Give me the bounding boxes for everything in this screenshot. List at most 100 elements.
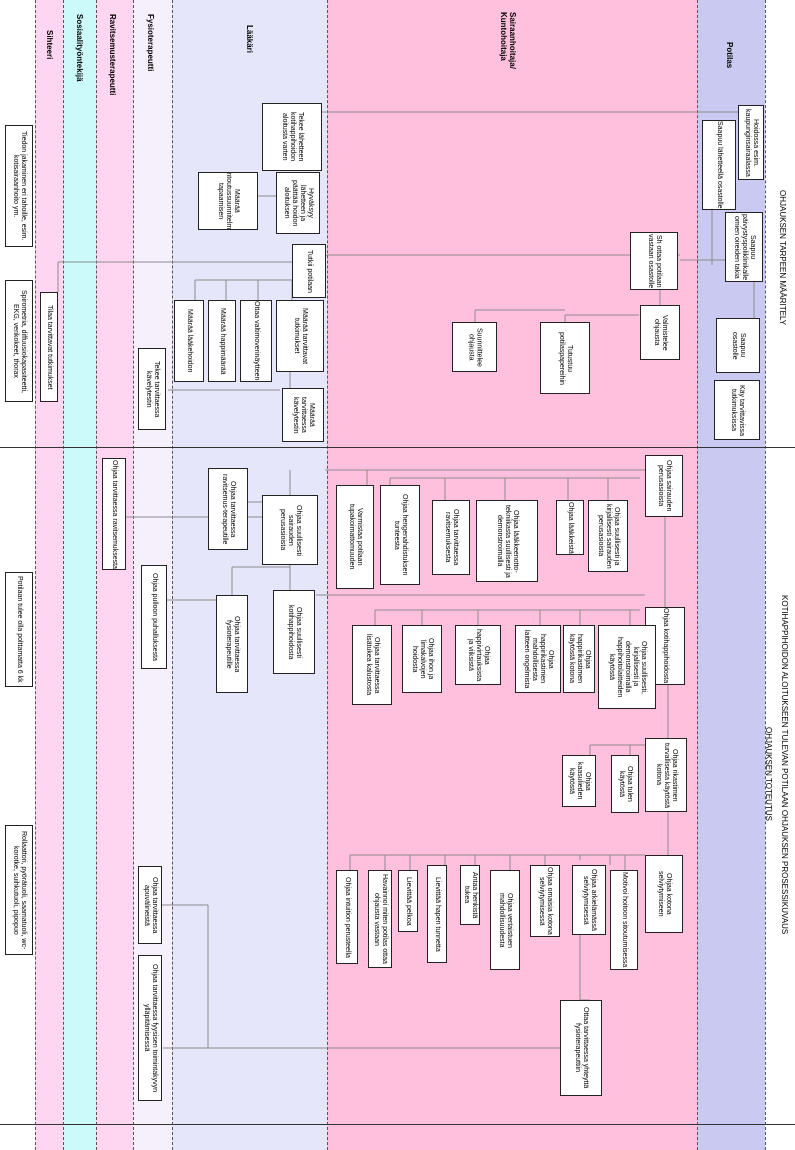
lane-title-ravitse: Ravitsemusterapeutti bbox=[108, 14, 117, 96]
box-label: Ohjaa kotona selviytymiseen bbox=[657, 871, 672, 917]
box-tekee-kavelytestin: Tekee tarvittaessa kävelytestin bbox=[138, 348, 166, 430]
box-ohjaa-kotihappihoidosta-laakari: Ohjaa suullisesti kotihappihoidosta bbox=[273, 590, 315, 674]
box-label: Ohjaa happirikastimen mahdollisesta lait… bbox=[523, 629, 554, 689]
box-label: Ohjaa ihon ja limakalvojen hoidosta bbox=[411, 638, 434, 680]
box-label: Suunnittelee ohjausta bbox=[467, 327, 483, 367]
box-label: Tilaa tarvittavat tutkimukset bbox=[46, 304, 53, 390]
box-label: Käy tarvittavissa tutkimuksissa bbox=[730, 384, 745, 436]
box-havainnoi-potilas: Havainnoi miten potilas ottaa ohjausta v… bbox=[368, 870, 392, 968]
box-maaraa-tutkimukset: Määrää tarvittavat tutkimukset bbox=[276, 300, 324, 372]
box-label: Ohjaa kaasulieden käytöstä bbox=[568, 762, 591, 800]
box-maaraa-kuntoutus: Määrää kuntoutussuunnitelman tapaamisen bbox=[198, 172, 258, 230]
box-ohjaa-intuition-perusteella: Ohjaa intuition perusteella bbox=[336, 870, 358, 964]
box-ohjaa-arkielamassa: Ohjaa arkielämässä selviytymisessä bbox=[572, 865, 606, 935]
box-ohjaa-ravitsemuksesta-sh: Ohjaa tarvittaessa ravitsemuksesta bbox=[432, 500, 470, 575]
box-hyvaksyy-lahetteen: Hyväksyy lähetteen ja päättää hoidon alo… bbox=[276, 172, 320, 234]
box-label: Ohjaa arkielämässä selviytymisessä bbox=[582, 869, 597, 931]
box-label: Antaa henkistä tukea bbox=[463, 871, 478, 919]
lane-title-sosiaali: Sosiaalityöntekijä bbox=[75, 14, 84, 82]
box-label: Ohjaa kotihappihoidosta bbox=[662, 608, 669, 684]
box-ohjaa-suullisesti-kirjallisesti: Ohjaa suullisesti ja kirjallisesti saira… bbox=[588, 500, 628, 572]
box-label: Määrää kuntoutussuunnitelman tapaamisen bbox=[217, 172, 240, 230]
lane-title-potilas: Potilas bbox=[725, 42, 734, 69]
lane-sihteeri bbox=[35, 0, 63, 1150]
box-valtimoverinayte: Ottaa valtimoverinäytteen bbox=[240, 300, 272, 382]
box-ohjaa-happihoitolaitteiden-kaytosta: Ohjaa suullisesti, kirjallisesti ja demo… bbox=[598, 625, 656, 709]
lane-separator bbox=[327, 0, 328, 1150]
box-lievittaa-hapen-tunnetta: Lievittää hapen tunnetta bbox=[427, 865, 447, 963]
box-ohjaa-kaasulieden-kaytosta: Ohjaa kaasulieden käytöstä bbox=[562, 755, 596, 807]
box-valmistelee-ohjausta: Valmistelee ohjausta bbox=[640, 305, 680, 360]
box-label: Ohjaa happivirtauksista ja viiksistä bbox=[467, 628, 490, 682]
box-ohjaa-apuvalineista: Ohjaa tarvittaessa apuvälineistä bbox=[138, 866, 162, 944]
lane-separator bbox=[172, 0, 173, 1150]
box-ohjaa-ravitsemusterapeutille: Ohjaa tarvittaessa ravitsemus-terapeutil… bbox=[208, 468, 248, 550]
box-label: Ohjaa tarvittaessa apuvälineistä bbox=[143, 876, 158, 934]
box-label: Ohjaa happirikastimen käytöstä kotona bbox=[568, 634, 591, 684]
box-label: Tutkii potilaan bbox=[306, 249, 313, 293]
lane-separator bbox=[765, 0, 766, 1150]
box-label: Sh ottaa potilaan vastaan osastolle bbox=[647, 233, 662, 289]
lane-separator bbox=[133, 0, 134, 1150]
phase-title-prosessikuvaus: KOTIHAPPIHOIDON ALOITUKSEEN TULEVAN POTI… bbox=[780, 595, 789, 935]
lane-separator bbox=[35, 0, 36, 1150]
box-tilaa-tutkimukset: Tilaa tarvittavat tutkimukset bbox=[40, 292, 58, 402]
box-potilaan-polttamatta: Potilaan tulee olla polttamatta 6 kk bbox=[5, 572, 33, 687]
box-ohjaa-lisatukea: Ohjaa tarvittaessa lisätukea kalustosta bbox=[352, 625, 392, 705]
box-label: Ohjaa tulen käytöstä bbox=[618, 766, 633, 802]
box-label: Rollaattori, pyörätuoli, saamatuoli, wc-… bbox=[12, 830, 27, 950]
box-label: Ohjaa lääkkeenotto-tekniikasta suullises… bbox=[496, 504, 519, 578]
phase-divider bbox=[0, 1124, 795, 1125]
box-ohjaa-laitteen-ongelmista: Ohjaa happirikastimen mahdollisesta lait… bbox=[515, 625, 561, 693]
lane-title-sihteeri: Sihteeri bbox=[45, 30, 54, 60]
box-saapuu-osastolle: Saapuu osastolle bbox=[716, 318, 760, 373]
box-label: Ohjaa tarvittaessa ravitsemuksesta bbox=[111, 459, 118, 569]
box-ohjaa-suullisesti-perusasioista-laakari: Ohjaa suullisesti sairauden perusasioist… bbox=[262, 495, 318, 565]
box-label: Ottaa valtimoverinäytteen bbox=[253, 301, 260, 381]
box-label: Ohjaa tarvittaessa lisätukea kalustosta bbox=[365, 634, 380, 696]
box-ohjaa-sairauden-perusasioista: Ohjaa sairauden perusasioista bbox=[645, 455, 683, 517]
box-label: Ohjaa vertaistuen mahdollisuudesta bbox=[498, 892, 513, 948]
box-label: Lievittää pelkoa bbox=[405, 876, 412, 926]
box-label: Tekee lähetteen kotihappihoidon aloitust… bbox=[281, 112, 304, 162]
box-maaraa-happimaaraa: Määrää happimäärää bbox=[208, 300, 236, 382]
box-ohjaa-hengenahdistus: Ohjaa hengenahdistuksen tunteesta bbox=[380, 485, 420, 585]
box-spirometria: Spirometria, diffuusiokapasiteetti, EKG,… bbox=[5, 280, 33, 402]
box-label: Tiedon jakaminen eri tahoille, esim. kot… bbox=[12, 131, 27, 241]
lane-title-hoitaja: Sairaanhoitaja/ Kuntohoitaja bbox=[499, 12, 517, 69]
box-maaraa-kavelytestin: Määrää tarvittaessa kävelytestin bbox=[282, 388, 324, 442]
box-label: Valmistelee ohjausta bbox=[653, 314, 668, 351]
box-label: Ohjaa tarvittaessa fyysisen toimintakyvy… bbox=[143, 964, 158, 1092]
box-kay-tutkimuksissa: Käy tarvittavissa tutkimuksissa bbox=[714, 380, 760, 440]
box-label: Saapuu lähetteellä osastolle bbox=[716, 121, 723, 209]
box-label: Lievittää hapen tunnetta bbox=[434, 876, 441, 952]
box-label: Spirometria, diffuusiokapasiteetti, EKG,… bbox=[12, 289, 27, 393]
box-ohjaa-rikastimen-turvallisesta: Ohjaa rikastimen turvallisesta käytöstä … bbox=[645, 738, 687, 812]
box-ohjaa-tulen-kaytosta: Ohjaa tulen käytöstä bbox=[611, 755, 639, 813]
lane-title-laakari: Lääkäri bbox=[245, 25, 254, 54]
box-label: Hoidossa esim. kaupunginsairaalassa bbox=[744, 108, 759, 177]
box-label: Määrää tarvittaessa kävelytestin bbox=[292, 396, 315, 434]
box-motivoi-hoitoon: Motivoi hoitoon sitoutumisessa bbox=[610, 870, 638, 970]
box-label: Ottaa tarvittaessa yhteyttä fysioterapeu… bbox=[574, 1007, 589, 1089]
lane-separator bbox=[63, 0, 64, 1150]
box-tutkii-potilaan: Tutkii potilaan bbox=[292, 244, 326, 298]
box-tekee-lahetteen: Tekee lähetteen kotihappihoidon aloitust… bbox=[262, 103, 322, 171]
box-ottaa-potilaan-vastaan: Sh ottaa potilaan vastaan osastolle bbox=[630, 232, 678, 290]
phase-divider bbox=[0, 447, 795, 448]
box-label: Hyväksyy lähetteen ja päättää hoidon alo… bbox=[283, 179, 314, 227]
box-ohjaa-ravitsemuksesta-rt: Ohjaa tarvittaessa ravitsemuksesta bbox=[102, 458, 126, 570]
box-ohjaa-pulloon-puhalluksesta: Ohjaa pulloon puhalluksesta bbox=[141, 565, 167, 669]
box-label: Varmistaa potilaan tupakoimattomuuden bbox=[348, 504, 363, 570]
box-label: Ohjaa pulloon puhalluksesta bbox=[151, 573, 158, 661]
box-label: Määrää happimäärää bbox=[219, 307, 226, 375]
box-ohjaa-fyysisen-toimintakyvyn: Ohjaa tarvittaessa fyysisen toimintakyvy… bbox=[138, 955, 162, 1101]
box-label: Saapuu päivystyspoliklinikalle omien oir… bbox=[733, 213, 756, 281]
box-apuvalineet-lista: Rollaattori, pyörätuoli, saamatuoli, wc-… bbox=[5, 825, 33, 955]
box-label: Ohjaa tarvittaessa fysioterapeutille bbox=[225, 615, 240, 673]
box-ohjaa-vertaistuen: Ohjaa vertaistuen mahdollisuudesta bbox=[490, 870, 520, 970]
box-antaa-henkista-tukea: Antaa henkistä tukea bbox=[460, 865, 480, 925]
box-hoidossa-kaupunginsairaalassa: Hoidossa esim. kaupunginsairaalassa bbox=[738, 105, 764, 180]
